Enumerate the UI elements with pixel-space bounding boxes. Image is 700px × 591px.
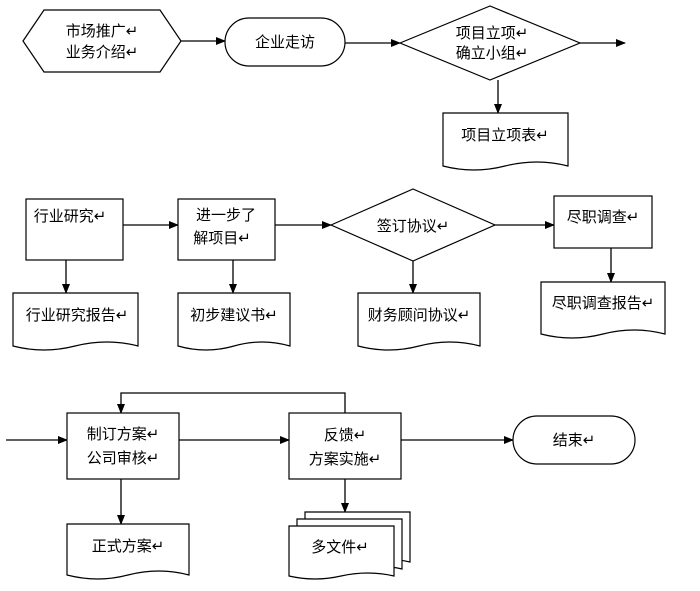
establish-node: 项目立项↵ 确立小组↵	[398, 5, 582, 81]
due-diligence-label: 尽职调查↵	[567, 208, 640, 226]
sign-node: 签订协议↵	[329, 188, 497, 262]
establish-label-line1: 项目立项↵	[456, 24, 529, 42]
marketing-node: 市场推广↵ 业务介绍↵	[22, 9, 182, 73]
documents-multidoc: 多文件↵	[288, 511, 411, 580]
research-label: 行业研究↵	[34, 207, 107, 225]
visit-label: 企业走访	[255, 33, 315, 51]
understand-node: 进一步了 解项目↵	[177, 198, 276, 261]
formal-plan-label: 正式方案↵	[92, 537, 165, 555]
feedback-node: 反馈↵ 方案实施↵	[288, 412, 402, 480]
marketing-label-line2: 业务介绍↵	[66, 43, 139, 61]
proposal-label: 初步建议书↵	[190, 306, 278, 324]
loop-feedback-to-plan	[117, 392, 346, 414]
establish-label-line2: 确立小组↵	[456, 44, 529, 62]
advisory-agreement-doc: 财务顾问协议↵	[357, 292, 481, 351]
dd-report-label: 尽职调查报告↵	[552, 294, 655, 312]
feedback-label-line2: 方案实施↵	[309, 450, 382, 468]
end-label: 结束↵	[553, 431, 596, 449]
formal-plan-doc: 正式方案↵	[66, 523, 190, 580]
establish-form-label: 项目立项表↵	[461, 126, 549, 144]
due-diligence-node: 尽职调查↵	[553, 195, 653, 249]
establish-form-doc: 项目立项表↵	[442, 112, 569, 171]
end-node: 结束↵	[512, 415, 636, 465]
advisory-agreement-label: 财务顾问协议↵	[368, 306, 471, 324]
plan-label-line1: 制订方案↵	[87, 425, 160, 443]
understand-label-line2: 解项目↵	[193, 229, 251, 247]
plan-label-line2: 公司审核↵	[87, 449, 160, 467]
research-node: 行业研究↵	[25, 198, 124, 261]
understand-label-line1: 进一步了	[196, 206, 256, 224]
visit-node: 企业走访	[224, 17, 346, 67]
research-report-doc: 行业研究报告↵	[12, 292, 139, 351]
research-report-label: 行业研究报告↵	[26, 306, 129, 324]
feedback-label-line1: 反馈↵	[324, 426, 367, 444]
proposal-doc: 初步建议书↵	[177, 292, 291, 351]
documents-label: 多文件↵	[311, 538, 369, 556]
plan-node: 制订方案↵ 公司审核↵	[66, 412, 180, 480]
dd-report-doc: 尽职调查报告↵	[540, 281, 666, 339]
sign-label: 签订协议↵	[377, 217, 450, 235]
marketing-label-line1: 市场推广↵	[66, 22, 139, 40]
